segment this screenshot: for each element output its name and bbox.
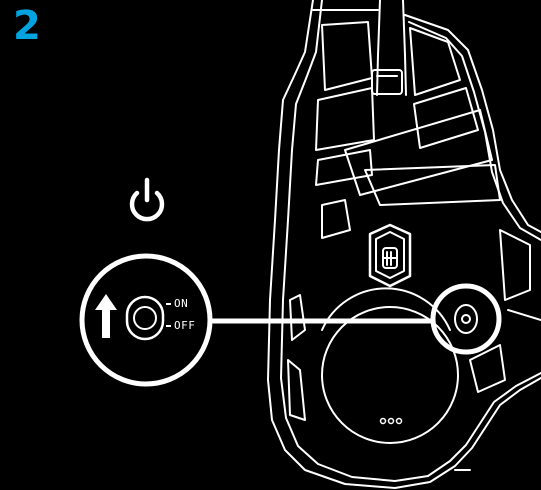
on-tick — [166, 303, 171, 305]
switch-callout-circle — [79, 253, 213, 387]
mouse-body-outline — [267, 0, 541, 489]
scroll-wheel-slot — [371, 69, 403, 95]
left-button-panels — [315, 21, 375, 239]
mouse-feet — [287, 294, 506, 471]
power-icon — [129, 177, 165, 222]
weight-door — [321, 287, 459, 444]
switch-on-label: ON — [174, 297, 189, 310]
arrow-up-icon — [95, 294, 117, 338]
step-number: 2 — [13, 3, 41, 49]
off-tick — [166, 325, 171, 327]
weight-badge — [368, 223, 412, 288]
power-switch — [125, 295, 165, 341]
weight-door-dots — [379, 417, 403, 425]
right-button-panels — [344, 27, 541, 321]
switch-off-label: OFF — [174, 319, 196, 332]
